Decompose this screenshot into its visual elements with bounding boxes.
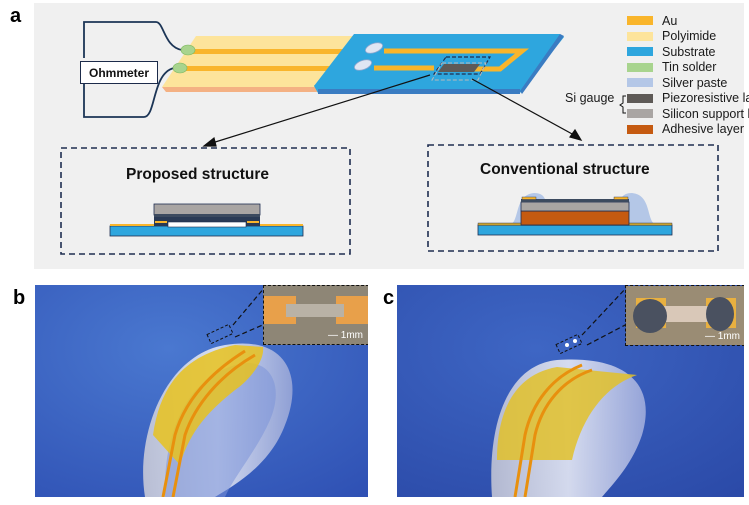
- legend-item: Silicon support layer: [627, 106, 749, 122]
- scale-bar-b: — 1mm: [327, 330, 363, 341]
- legend-label: Au: [662, 13, 678, 28]
- tin-solder-2: [172, 62, 188, 74]
- device-schematic: [60, 21, 719, 255]
- legend-item: Au: [627, 13, 749, 29]
- legend-item: Silver paste: [627, 75, 749, 91]
- tin-solder-1: [180, 44, 196, 56]
- legend-swatch-adhesive: [627, 124, 653, 134]
- legend-item: Adhesive layer: [627, 122, 749, 138]
- legend-item: Substrate: [627, 44, 749, 60]
- silver-paste-2: [354, 59, 372, 71]
- proposed-cross-section: [109, 203, 304, 237]
- conventional-cross-section: [477, 193, 673, 236]
- scale-bar-c: — 1mm: [704, 331, 740, 342]
- legend-swatch-tin-solder: [627, 62, 653, 72]
- zoom-arrows: [202, 74, 583, 147]
- scale-text-b: 1mm: [340, 330, 363, 341]
- inset-micrograph-c: — 1mm: [625, 285, 744, 346]
- legend-swatch-piezoresistive: [627, 93, 653, 103]
- legend-swatch-au: [627, 16, 653, 26]
- conventional-structure-box: [427, 144, 719, 252]
- legend-item: Tin solder: [627, 60, 749, 76]
- legend-swatch-substrate: [627, 47, 653, 57]
- conventional-structure-title: Conventional structure: [480, 161, 650, 178]
- wire-bottom: [83, 67, 175, 118]
- legend-label: Polyimide: [662, 29, 717, 44]
- ohmmeter-wires: [83, 21, 183, 118]
- scale-text-c: 1mm: [717, 331, 740, 342]
- proposed-structure-title: Proposed structure: [126, 166, 269, 183]
- panel-a-schematic: Ohmmeter Proposed structure Conventional…: [34, 3, 749, 269]
- si-gauge-chip: [438, 64, 480, 72]
- si-gauge-bracket: [619, 95, 626, 114]
- legend-label: Adhesive layer: [662, 122, 744, 137]
- legend-label: Silver paste: [662, 75, 728, 90]
- photo-proposed-device: — 1mm: [35, 285, 368, 497]
- legend-label: Substrate: [662, 44, 716, 59]
- panel-label-a: a: [10, 5, 22, 27]
- legend: Au Polyimide Substrate Tin solder Silver…: [627, 13, 749, 137]
- legend-swatch-polyimide: [627, 31, 653, 41]
- legend-label: Piezoresistive layer: [662, 91, 749, 106]
- legend-swatch-silicon-support: [627, 109, 653, 119]
- si-gauge-label: Si gauge: [565, 91, 615, 105]
- substrate-plate: [314, 34, 564, 94]
- legend-swatch-silver-paste: [627, 78, 653, 88]
- inset-micrograph-b: — 1mm: [263, 285, 368, 345]
- legend-label: Tin solder: [662, 60, 717, 75]
- legend-item: Polyimide: [627, 29, 749, 45]
- silver-paste-1: [365, 42, 383, 54]
- photo-conventional-device: — 1mm: [397, 285, 744, 497]
- wire-top: [83, 21, 183, 58]
- panel-label-c: c: [383, 287, 395, 309]
- legend-item: Piezoresistive layer: [627, 91, 749, 107]
- ohmmeter-box: Ohmmeter: [80, 61, 158, 84]
- panel-label-b: b: [13, 287, 26, 309]
- legend-label: Silicon support layer: [662, 106, 749, 121]
- proposed-structure-box: [60, 147, 351, 255]
